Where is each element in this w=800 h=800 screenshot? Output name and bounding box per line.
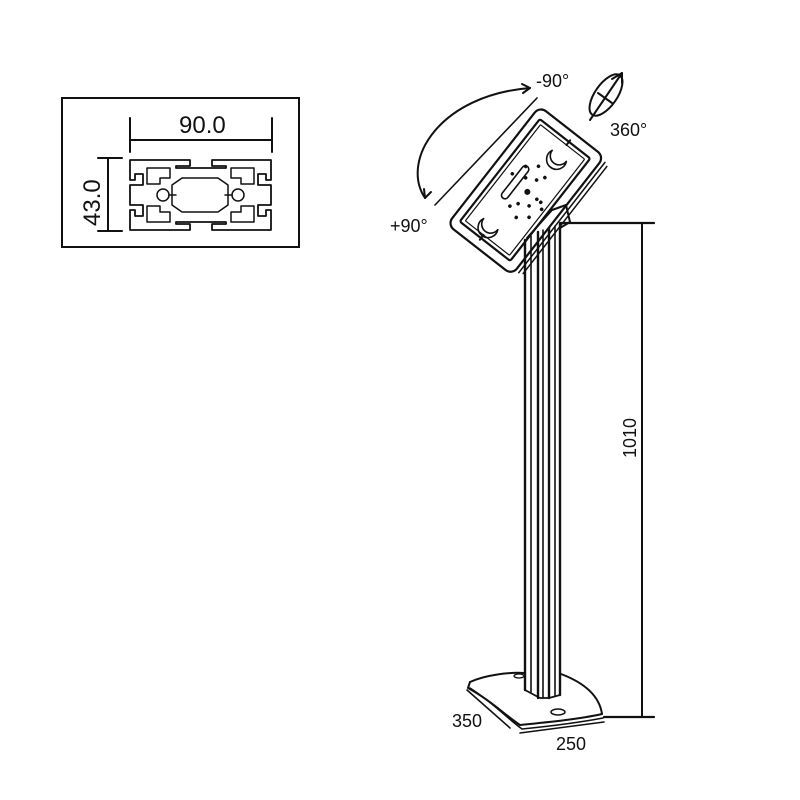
support-pole — [523, 222, 562, 700]
profile-height-label: 43.0 — [79, 179, 106, 226]
tilt-minus-label: -90° — [536, 71, 569, 91]
tilt-arc — [416, 83, 538, 206]
tilt-plus-label: +90° — [390, 216, 428, 236]
spin-indicator — [588, 72, 624, 121]
tablet-enclosure — [449, 108, 608, 275]
height-label: 1010 — [620, 418, 640, 458]
profile-width-label: 90.0 — [179, 112, 226, 139]
spin-label: 360° — [610, 120, 647, 140]
base-plate — [466, 671, 605, 734]
profile-inset-frame — [61, 97, 300, 248]
extrusion-profile — [97, 117, 273, 232]
base-depth-label: 350 — [452, 711, 482, 731]
base-width-label: 250 — [556, 734, 586, 754]
height-dimension — [558, 221, 656, 719]
